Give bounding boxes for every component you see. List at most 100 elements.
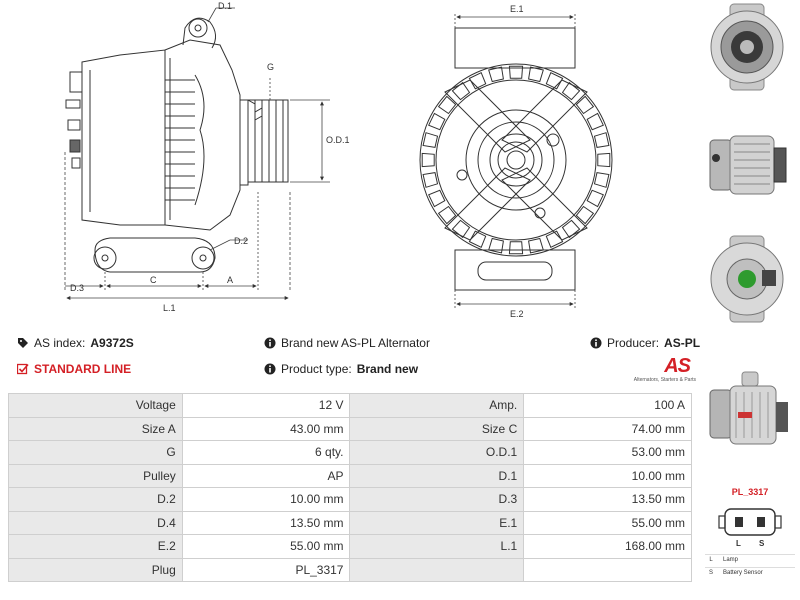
producer-line: Producer: AS-PL — [590, 336, 700, 350]
plug-legend-row: S Battery Sensor — [705, 567, 795, 576]
spec-label-cell: Voltage — [8, 393, 183, 418]
spec-value-cell: 43.00 mm — [181, 416, 351, 441]
as-pl-logo: AS Alternators, Starters & Parts — [624, 355, 696, 387]
plug-legend-text: Lamp — [723, 557, 739, 563]
product-type-line: Product type: Brand new — [264, 362, 418, 376]
product-photo-front — [710, 3, 784, 91]
rim-slot — [528, 237, 544, 254]
spec-value-cell: 6 qty. — [181, 440, 351, 465]
spec-value-cell: 55.00 mm — [523, 510, 692, 535]
plug-legend-row: L Lamp — [705, 554, 795, 563]
logo-text: AS — [664, 355, 691, 377]
rim-slot — [593, 172, 610, 188]
product-photo-angle — [709, 371, 788, 445]
spec-label-cell: L.1 — [349, 534, 525, 559]
product-type-value: Brand new — [356, 362, 419, 376]
spec-label-cell: O.D.1 — [349, 440, 525, 465]
checkbox-check-icon — [17, 363, 29, 375]
plug-legend-key: S — [708, 570, 713, 576]
label-d3: D.3 — [70, 283, 84, 293]
rim-slot — [468, 230, 487, 248]
plug-pin-l: L — [736, 539, 741, 548]
plug-legend: L Lamp S Battery Sensor — [705, 554, 795, 576]
spec-value-cell: 10.00 mm — [181, 487, 351, 512]
spec-value-cell: AP — [181, 463, 351, 488]
spec-value-cell: 100 A — [523, 393, 692, 418]
spec-label-cell: Plug — [8, 557, 183, 582]
as-index-value: A9372S — [90, 336, 134, 350]
rim-slot — [575, 205, 595, 225]
spec-label-cell: Size A — [8, 416, 183, 441]
rim-slot — [428, 189, 446, 208]
front-view — [419, 27, 613, 291]
rim-slot — [488, 66, 504, 83]
spec-value-cell: 13.50 mm — [181, 510, 351, 535]
standard-line-text: STANDARD LINE — [34, 362, 132, 376]
rim-slot — [586, 112, 604, 131]
spec-label-cell: Pulley — [8, 463, 183, 488]
label-d1: D.1 — [218, 1, 232, 11]
product-photo-side — [709, 135, 787, 195]
label-a: A — [227, 275, 233, 285]
as-index-line: AS index: A9372S — [17, 336, 134, 350]
rim-slot — [575, 95, 595, 115]
product-type-label: Product type: — [281, 362, 352, 376]
tag-icon — [17, 337, 29, 349]
spec-label-cell: G — [8, 440, 183, 465]
info-icon — [590, 337, 602, 349]
technical-drawing: D.1 G O.D.1 D.2 D.3 C A L.1 E.1 E.2 — [64, 1, 613, 319]
rim-slot — [421, 152, 435, 168]
label-e2: E.2 — [510, 309, 524, 319]
spec-label-cell: D.1 — [349, 463, 525, 488]
label-d2: D.2 — [234, 236, 248, 246]
rim-slot — [508, 241, 524, 255]
rim-slot — [488, 237, 504, 254]
producer-label: Producer: — [607, 336, 660, 350]
as-index-label: AS index: — [34, 336, 86, 350]
rim-slot — [528, 66, 544, 83]
spec-value-cell: 55.00 mm — [181, 534, 351, 559]
spec-label-cell: E.1 — [349, 510, 525, 535]
rim-slot — [451, 219, 471, 239]
logo-tagline: Alternators, Starters & Parts — [633, 377, 696, 383]
spec-value-cell: 10.00 mm — [523, 463, 692, 488]
plug-pin-s: S — [759, 539, 765, 548]
rim-slot — [561, 219, 581, 239]
plug-legend-key: L — [709, 557, 713, 563]
rim-slot — [437, 205, 457, 225]
rim-slot — [422, 172, 439, 188]
plug-legend-text: Battery Sensor — [723, 570, 763, 576]
spec-value-cell: 12 V — [181, 393, 351, 418]
label-od1: O.D.1 — [326, 135, 350, 145]
rim-slot — [451, 81, 471, 101]
side-view — [65, 17, 289, 273]
rim-slot — [593, 132, 610, 148]
rim-slot — [586, 189, 604, 208]
rim-slot — [437, 95, 457, 115]
spec-label-cell: D.4 — [8, 510, 183, 535]
label-g: G — [267, 62, 274, 72]
description-text: Brand new AS-PL Alternator — [281, 336, 430, 350]
spec-value-cell: PL_3317 — [181, 557, 351, 582]
spec-label-cell: E.2 — [8, 534, 183, 559]
info-icon — [264, 337, 276, 349]
spec-label-cell: D.3 — [349, 487, 525, 512]
spec-value-cell: 74.00 mm — [523, 416, 692, 441]
rim-slot — [561, 81, 581, 101]
spec-label-cell: Size C — [349, 416, 525, 441]
product-photo-rear — [710, 235, 784, 323]
spec-label-cell: Amp. — [349, 393, 525, 418]
spec-value-cell: 168.00 mm — [523, 534, 692, 559]
spec-value-cell — [523, 557, 692, 582]
plug-connector-diagram: L S — [718, 508, 782, 548]
rim-slot — [545, 72, 564, 90]
